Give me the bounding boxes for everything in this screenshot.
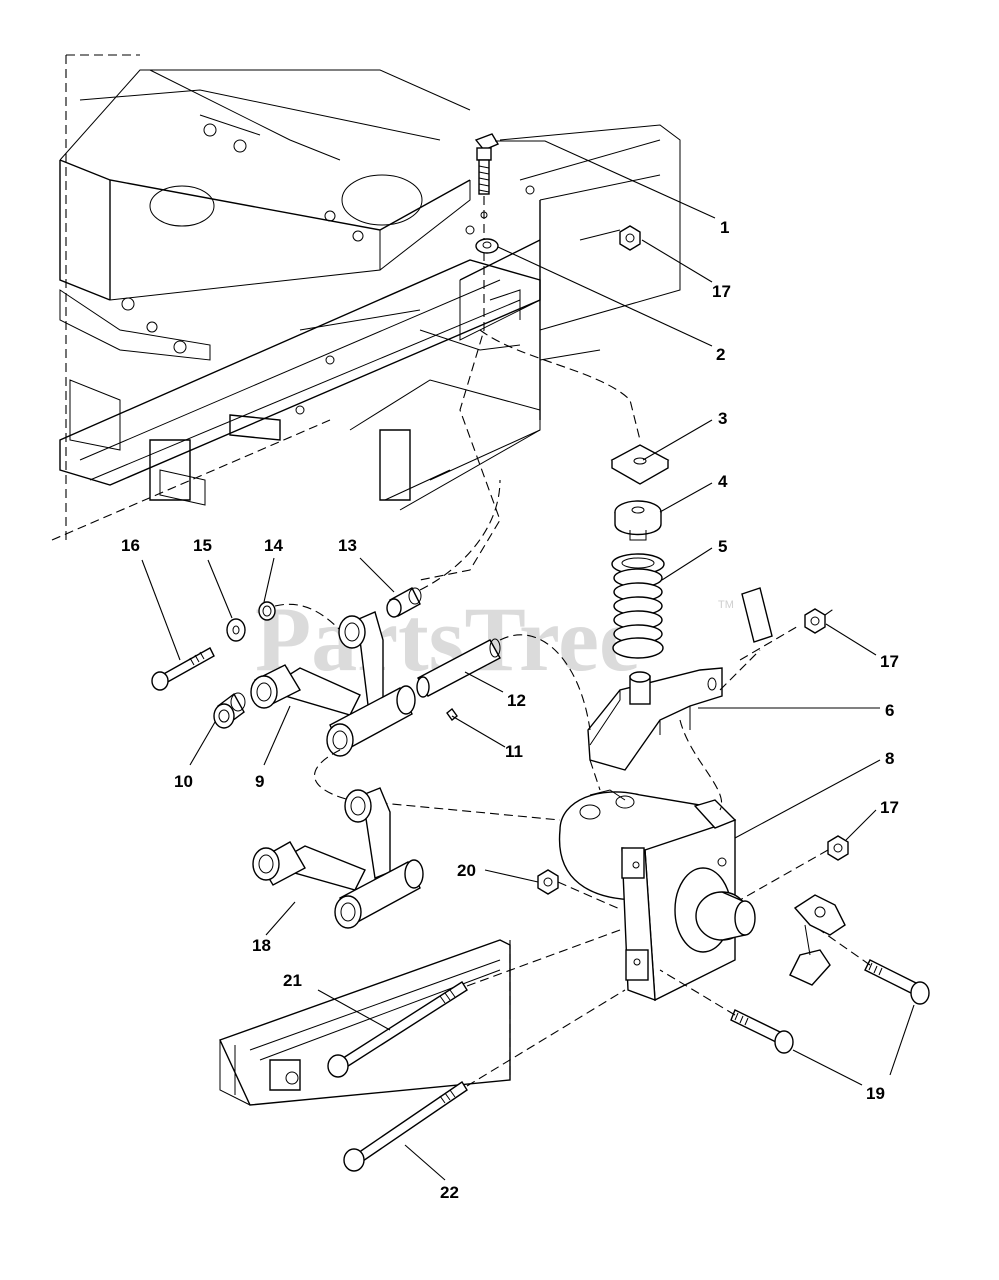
- callout-19: 19: [866, 1084, 885, 1103]
- lower-frame-rail: [219, 939, 511, 1106]
- part-6-spring-bracket: [587, 587, 801, 771]
- part-4-spring-cap: [614, 500, 662, 541]
- part-9-upper-arm: [250, 611, 416, 757]
- tie-rod-end: [789, 894, 846, 986]
- callout-17-top: 17: [712, 282, 731, 301]
- assembly-path-arm: [314, 749, 561, 821]
- part-13-bushing: [386, 479, 501, 618]
- callout-4: 4: [718, 472, 728, 491]
- chassis-frame: [51, 54, 681, 541]
- callout-3: 3: [718, 409, 727, 428]
- callout-22: 22: [440, 1183, 459, 1202]
- callout-16: 16: [121, 536, 140, 555]
- callout-14: 14: [264, 536, 283, 555]
- part-16-bolt: [151, 647, 215, 691]
- callout-13: 13: [338, 536, 357, 555]
- part-17-nut-lower: [739, 835, 849, 901]
- part-21-long-bolt: [327, 929, 621, 1078]
- callout-9: 9: [255, 772, 264, 791]
- part-20-nut: [537, 869, 623, 911]
- callout-2: 2: [716, 345, 725, 364]
- callout-5: 5: [718, 537, 727, 556]
- part-18-lower-arm: [252, 787, 424, 929]
- part-14-o-ring: [258, 601, 341, 631]
- part-3-square-plate: [610, 444, 670, 485]
- callout-11: 11: [505, 742, 523, 761]
- callout-17-mid: 17: [880, 652, 899, 671]
- assembly-path-spring: [479, 329, 641, 441]
- part-12-pivot-tube: [416, 634, 591, 731]
- callout-21: 21: [283, 971, 302, 990]
- watermark-trademark: TM: [718, 599, 734, 611]
- part-2-washer: [475, 211, 499, 254]
- leader-lines: [141, 140, 915, 1181]
- part-17-nut-top: [619, 225, 641, 251]
- part-17-nut-mid: [804, 607, 836, 634]
- part-1-bolt: [419, 133, 501, 581]
- callout-18: 18: [252, 936, 271, 955]
- part-22-long-bolt: [343, 989, 626, 1172]
- part-10-bushing: [213, 692, 246, 729]
- part-8-axle-plate: [558, 789, 756, 1002]
- callout-15: 15: [193, 536, 212, 555]
- callout-17-lower: 17: [880, 798, 899, 817]
- callout-10: 10: [174, 772, 193, 791]
- callout-6: 6: [885, 701, 894, 720]
- assembly-path-bracket: [679, 719, 723, 811]
- part-5-coil-spring: [611, 553, 665, 659]
- part-15-washer: [226, 618, 246, 642]
- callout-8: 8: [885, 749, 894, 768]
- callout-20: 20: [457, 861, 476, 880]
- callout-12: 12: [507, 691, 526, 710]
- part-19-bolts: [659, 929, 930, 1054]
- callout-1: 1: [720, 218, 729, 237]
